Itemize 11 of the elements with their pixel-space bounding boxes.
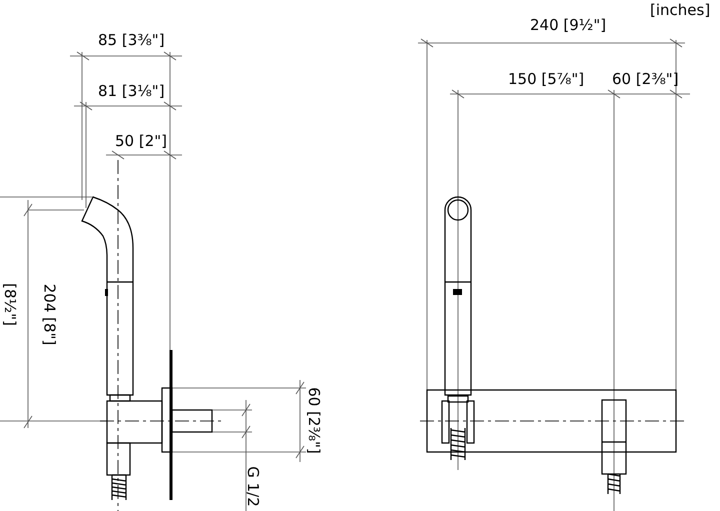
dimension-label: 50 [2"] — [115, 133, 168, 150]
dimension-label: 60 [2⅜"] — [304, 387, 322, 454]
dimension-label: 85 [3⅜"] — [98, 32, 165, 49]
dimension-label: 60 [2⅜"] — [612, 71, 679, 88]
unit-note: [inches] — [650, 2, 710, 19]
dimension-label: 204 [8"] — [40, 284, 58, 346]
dimension-label: 81 [3⅛"] — [98, 83, 165, 100]
dimension-label: 240 [9½"] — [530, 17, 606, 34]
dimension-label: G 1/2 — [244, 466, 261, 507]
dimension-label: [8½"] — [0, 283, 18, 326]
dimension-label: 150 [5⅞"] — [508, 71, 584, 88]
